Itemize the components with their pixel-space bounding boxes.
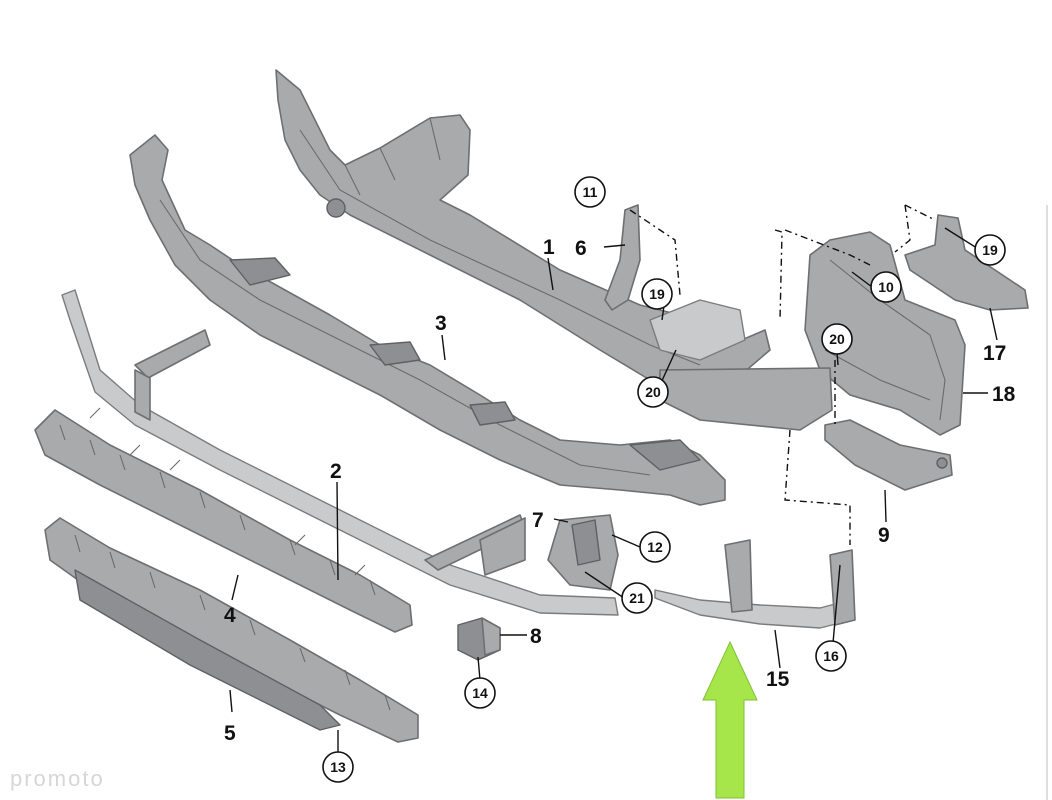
callout-19-right: 19: [974, 234, 1006, 266]
callout-19-left: 19: [641, 278, 673, 310]
callout-13: 13: [322, 751, 354, 783]
part-17-plate: [904, 214, 1029, 311]
callout-16: 16: [815, 640, 847, 672]
svg-text:16: 16: [823, 648, 839, 664]
label-3: 3: [435, 312, 447, 335]
part-shield-plate: [659, 367, 833, 431]
part-15-lower-rail: [654, 539, 856, 629]
label-1: 1: [543, 236, 555, 259]
part-4-grille-support: [34, 407, 413, 633]
svg-text:20: 20: [645, 384, 661, 400]
callout-12: 12: [639, 531, 671, 563]
part-18-side-frame: [804, 231, 966, 436]
callout-14: 14: [464, 677, 496, 709]
svg-text:20: 20: [829, 331, 845, 347]
part-9-bracket: [824, 419, 953, 491]
callout-20-left: 20: [637, 376, 669, 408]
label-17: 17: [983, 342, 1006, 365]
watermark: promoto: [10, 766, 105, 791]
svg-text:12: 12: [647, 539, 663, 555]
svg-text:21: 21: [629, 590, 645, 606]
label-7: 7: [532, 509, 544, 532]
svg-text:13: 13: [330, 759, 346, 775]
svg-text:11: 11: [583, 184, 598, 200]
callout-10: 10: [870, 271, 902, 303]
part-5-lower-support: [44, 517, 419, 743]
callout-20-right: 20: [821, 323, 853, 355]
callout-21: 21: [621, 582, 653, 614]
part-3-absorber: [129, 134, 726, 506]
label-6: 6: [575, 237, 587, 260]
part-2-bar: [61, 289, 619, 616]
part-6-bracket: [604, 204, 641, 311]
label-5: 5: [224, 722, 236, 745]
svg-text:19: 19: [649, 286, 665, 302]
label-9: 9: [878, 524, 890, 547]
svg-text:14: 14: [472, 685, 488, 701]
part-8-block: [457, 617, 501, 661]
label-15: 15: [766, 668, 790, 691]
label-8: 8: [530, 625, 542, 648]
callout-11: 11: [574, 176, 606, 208]
svg-text:10: 10: [878, 279, 894, 295]
label-18: 18: [992, 383, 1016, 406]
label-4: 4: [224, 604, 236, 627]
up-arrow-icon: [702, 640, 758, 799]
svg-text:19: 19: [982, 242, 998, 258]
leader-dashes: [629, 204, 936, 545]
part-1-carrier-beam: [275, 69, 771, 396]
part-7-bracket: [547, 514, 619, 591]
label-2: 2: [330, 460, 342, 483]
